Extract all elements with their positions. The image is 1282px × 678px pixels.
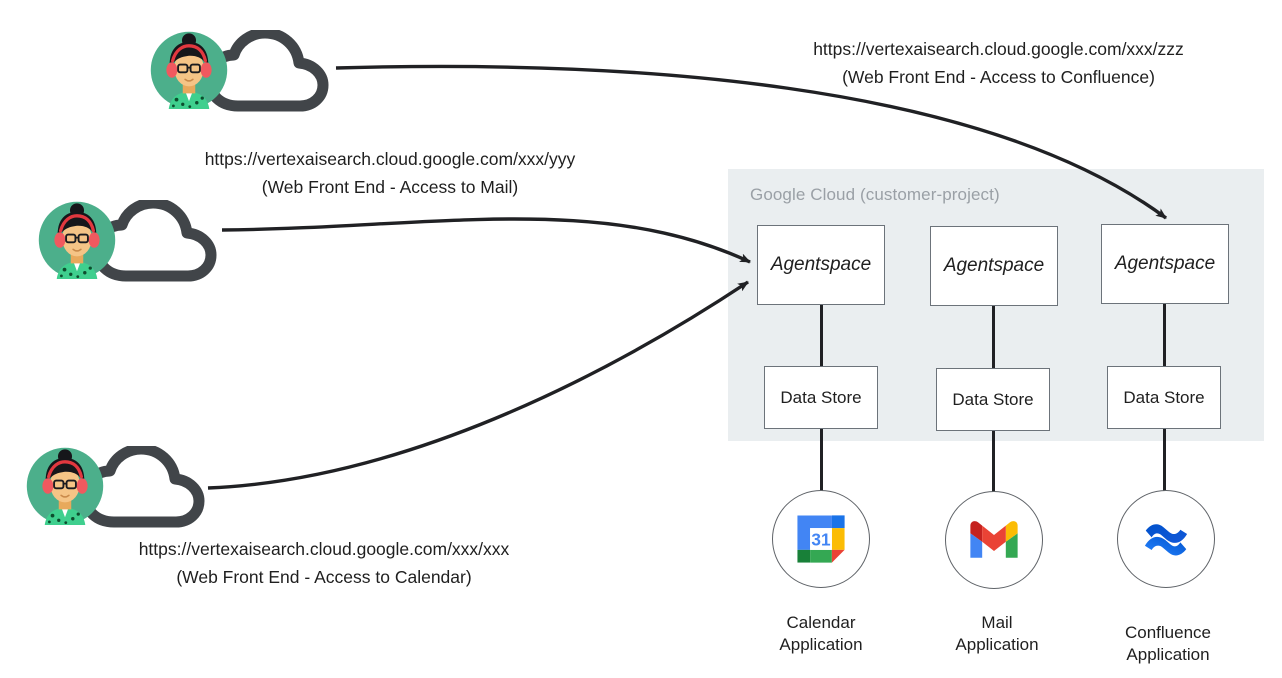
- connector-datastore-app-calendar: [820, 429, 823, 492]
- datastore-box-confluence[interactable]: Data Store: [1107, 366, 1221, 429]
- url-description-calendar: (Web Front End - Access to Calendar): [176, 566, 472, 587]
- connector-datastore-app-confluence: [1163, 429, 1166, 492]
- datastore-box-calendar[interactable]: Data Store: [764, 366, 878, 429]
- app-label-calendar: Calendar Application: [726, 612, 916, 656]
- url-caption-calendar: https://vertexaisearch.cloud.google.com/…: [122, 536, 526, 591]
- url-description-mail: (Web Front End - Access to Mail): [261, 176, 519, 197]
- datastore-box-mail[interactable]: Data Store: [936, 368, 1050, 431]
- url-text-mail: https://vertexaisearch.cloud.google.com/…: [204, 149, 576, 169]
- agentspace-box-calendar[interactable]: Agentspace: [757, 225, 885, 305]
- connector-agentspace-datastore-confluence: [1163, 304, 1166, 366]
- url-description-confluence: (Web Front End - Access to Confluence): [842, 66, 1155, 87]
- user-node-mail[interactable]: [38, 198, 218, 284]
- app-label-mail: Mail Application: [902, 612, 1092, 656]
- app-label-calendar-line1: Calendar: [786, 613, 856, 632]
- app-label-confluence-line2: Application: [1126, 644, 1210, 664]
- agentspace-box-mail[interactable]: Agentspace: [930, 226, 1058, 306]
- person-with-headphones-avatar: [26, 447, 104, 525]
- google-cloud-container-label: Google Cloud (customer-project): [750, 185, 1000, 204]
- arrow-mail: [221, 217, 751, 264]
- user-node-calendar[interactable]: [26, 444, 206, 530]
- confluence-icon: [1144, 524, 1188, 556]
- connector-agentspace-datastore-mail: [992, 306, 995, 368]
- agentspace-box-confluence[interactable]: Agentspace: [1101, 224, 1229, 304]
- person-with-headphones-avatar: [38, 201, 116, 279]
- app-circle-confluence[interactable]: [1117, 490, 1215, 588]
- url-text-calendar: https://vertexaisearch.cloud.google.com/…: [138, 539, 510, 559]
- app-label-calendar-line2: Application: [779, 634, 863, 654]
- app-label-confluence: Confluence Application: [1073, 622, 1263, 666]
- app-circle-mail[interactable]: [945, 491, 1043, 589]
- svg-text:31: 31: [811, 529, 831, 549]
- app-label-mail-line1: Mail: [981, 613, 1013, 632]
- url-caption-mail: https://vertexaisearch.cloud.google.com/…: [188, 146, 592, 201]
- connector-agentspace-datastore-calendar: [820, 305, 823, 366]
- arrow-calendar: [207, 280, 749, 490]
- app-circle-calendar[interactable]: 31: [772, 490, 870, 588]
- gmail-icon: [970, 521, 1018, 558]
- url-caption-confluence: https://vertexaisearch.cloud.google.com/…: [806, 36, 1191, 91]
- google-calendar-icon: 31: [797, 515, 845, 563]
- user-node-confluence[interactable]: [150, 28, 330, 114]
- app-label-mail-line2: Application: [955, 634, 1039, 654]
- url-text-confluence: https://vertexaisearch.cloud.google.com/…: [813, 39, 1184, 59]
- app-label-confluence-line1: Confluence: [1124, 623, 1211, 642]
- person-with-headphones-avatar: [150, 31, 228, 109]
- connector-datastore-app-mail: [992, 431, 995, 493]
